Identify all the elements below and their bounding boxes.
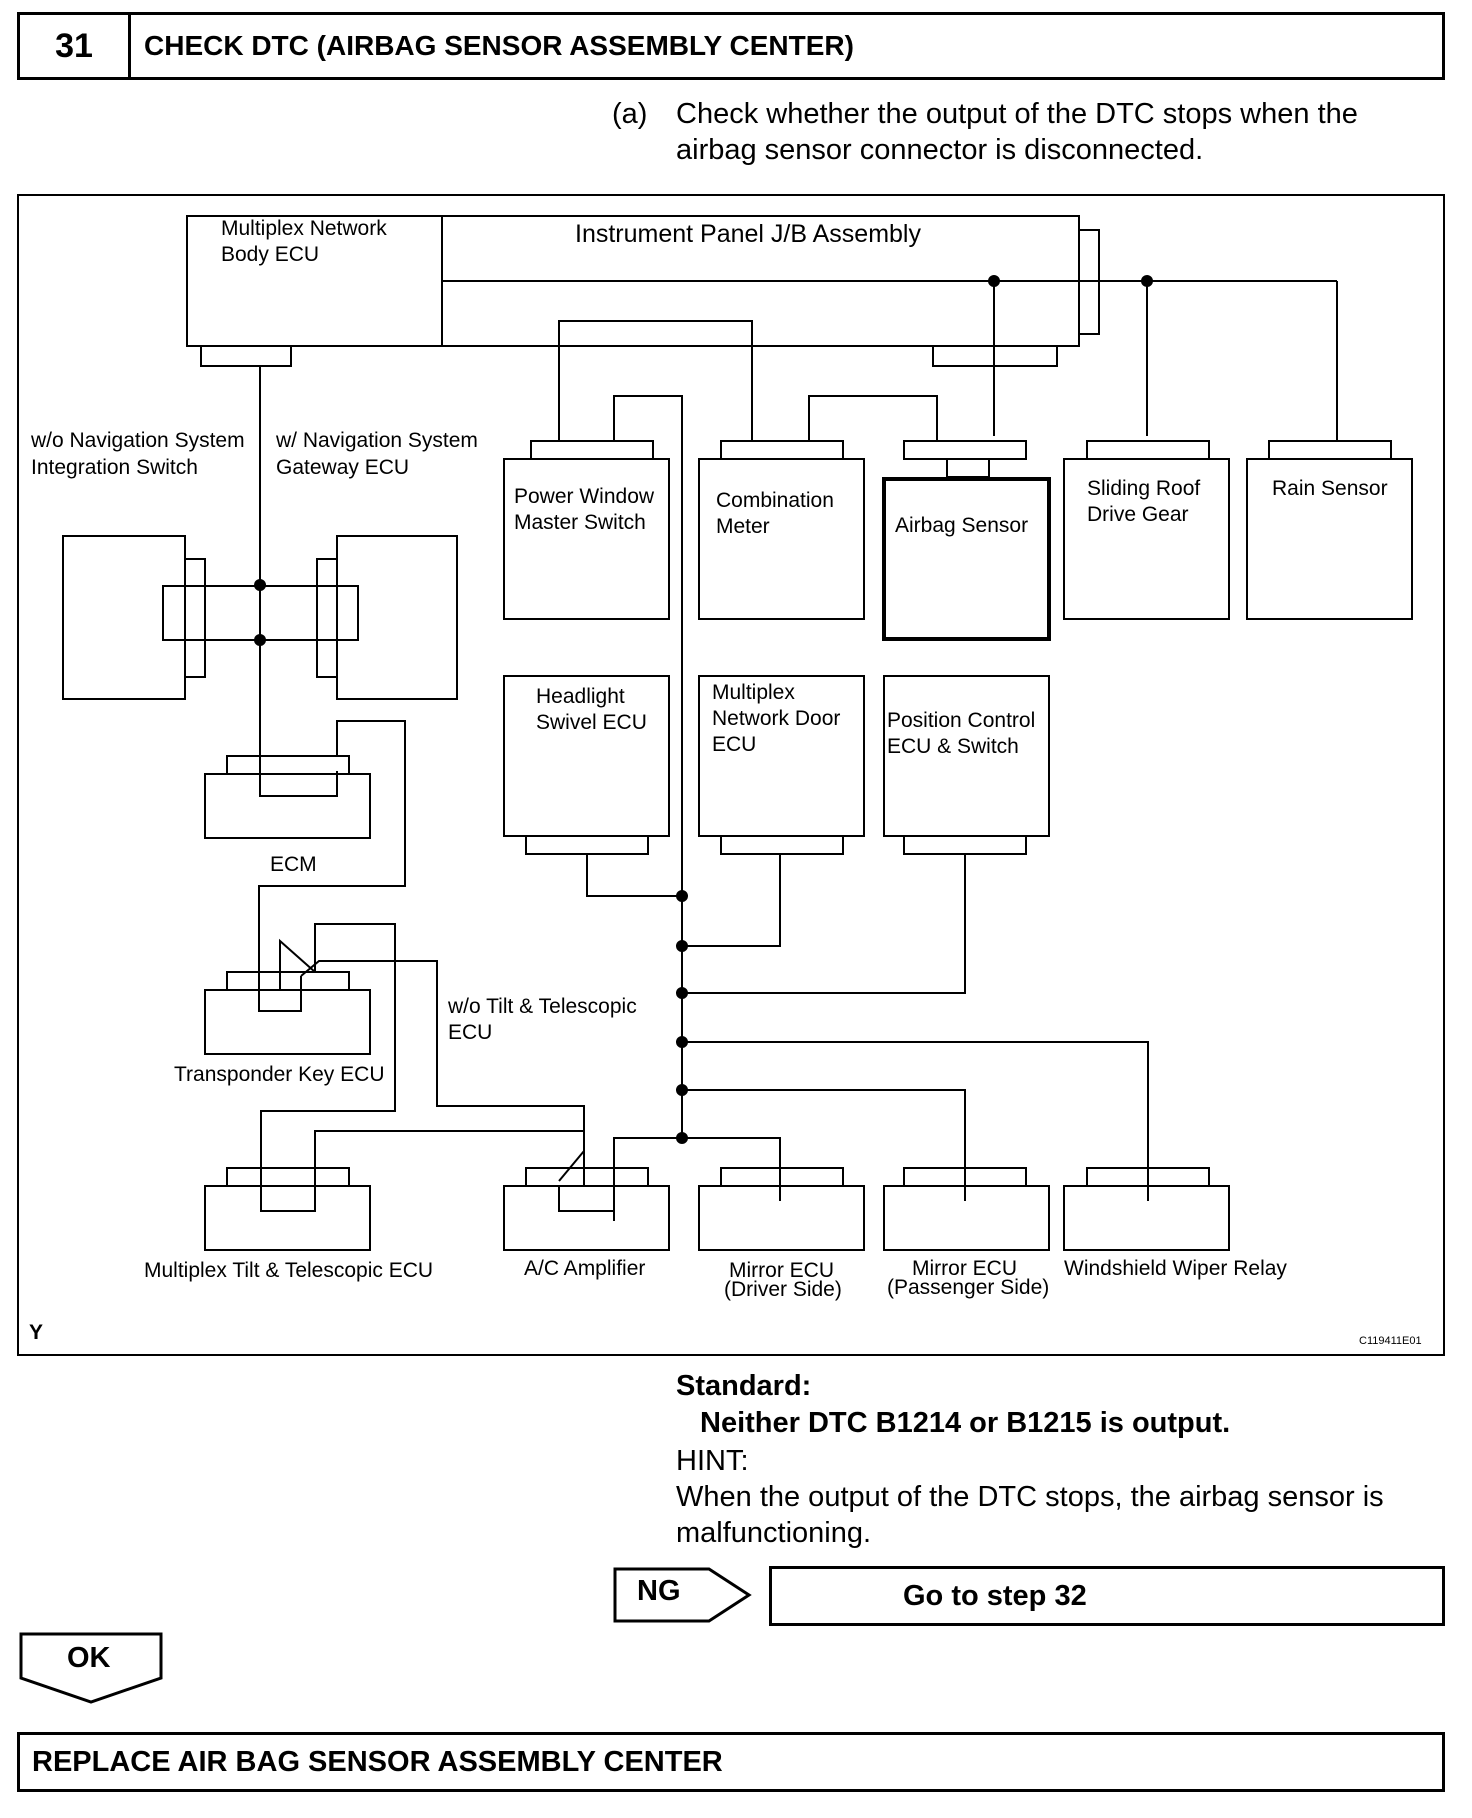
label-ac-amplifier: A/C Amplifier [524,1257,646,1280]
label-wo-nav-line2: Integration Switch [31,456,198,479]
label-door-ecu-line2: Network Door [712,707,841,730]
label-headlight-line1: Headlight [536,685,625,708]
go-to-step-label: Go to step 32 [903,1579,1087,1612]
label-mirror-passenger-line2: (Passenger Side) [887,1276,1050,1299]
instruction-line-1: Check whether the output of the DTC stop… [676,98,1358,130]
wiring-diagram: Multiplex Network Body ECU Instrument Pa… [17,194,1445,1356]
step-title: CHECK DTC (AIRBAG SENSOR ASSEMBLY CENTER… [144,30,854,61]
ok-arrow: OK [19,1632,164,1704]
label-rain-sensor: Rain Sensor [1272,477,1388,500]
go-to-step-box[interactable]: Go to step 32 [769,1566,1445,1626]
label-wo-tilt-line2: ECU [448,1021,493,1044]
label-position-line2: ECU & Switch [887,735,1019,758]
instruction-marker: (a) [612,98,648,130]
standard-value: Neither DTC B1214 or B1215 is output. [700,1407,1231,1439]
hint-line-2: malfunctioning. [676,1517,872,1549]
label-mirror-driver-line2: (Driver Side) [724,1278,842,1301]
label-transponder: Transponder Key ECU [174,1063,385,1086]
label-airbag-sensor: Airbag Sensor [895,514,1029,537]
label-wiper-relay: Windshield Wiper Relay [1064,1257,1287,1280]
label-mirror-passenger-line1: Mirror ECU [912,1257,1017,1280]
label-headlight-line2: Swivel ECU [536,711,647,734]
label-wo-tilt-line1: w/o Tilt & Telescopic [448,995,637,1018]
hint-line-1: When the output of the DTC stops, the ai… [676,1481,1384,1513]
diagram-corner-mark: Y [29,1321,44,1344]
label-w-nav-line2: Gateway ECU [276,456,410,479]
label-w-nav-line1: w/ Navigation System [276,429,478,452]
instruction-line-2: airbag sensor connector is disconnected. [676,134,1204,166]
label-combination-line1: Combination [716,489,834,512]
label-ecm: ECM [270,853,317,876]
label-wo-nav-line1: w/o Navigation System [31,429,245,452]
step-number: 31 [20,15,131,77]
final-action-box: REPLACE AIR BAG SENSOR ASSEMBLY CENTER [17,1732,1445,1792]
ng-arrow-shape [613,1567,752,1623]
standard-title: Standard: [676,1370,812,1402]
ng-arrow: NG [613,1567,753,1623]
hint-label: HINT: [676,1445,749,1477]
label-power-window-line2: Master Switch [514,511,646,534]
label-power-window-line1: Power Window [514,485,655,508]
wiring-diagram-graphic [62,215,1413,1251]
label-body-ecu-line1: Multiplex Network [221,217,387,240]
ok-label: OK [67,1642,111,1674]
label-position-line1: Position Control [887,709,1036,732]
label-door-ecu-line3: ECU [712,733,757,756]
label-sliding-roof-line2: Drive Gear [1087,503,1189,526]
final-action-label: REPLACE AIR BAG SENSOR ASSEMBLY CENTER [32,1745,723,1778]
label-tilt-ecu: Multiplex Tilt & Telescopic ECU [144,1259,434,1282]
ok-arrow-shape [19,1632,163,1704]
diagram-code: C119411E01 [1359,1335,1422,1347]
label-mirror-driver-line1: Mirror ECU [729,1259,834,1282]
label-sliding-roof-line1: Sliding Roof [1087,477,1201,500]
label-door-ecu-line1: Multiplex [712,681,795,704]
label-jb-assembly: Instrument Panel J/B Assembly [575,220,921,248]
label-body-ecu-line2: Body ECU [221,243,320,266]
step-header: 31 CHECK DTC (AIRBAG SENSOR ASSEMBLY CEN… [17,12,1445,80]
ng-label: NG [637,1575,681,1607]
label-combination-line2: Meter [716,515,770,538]
